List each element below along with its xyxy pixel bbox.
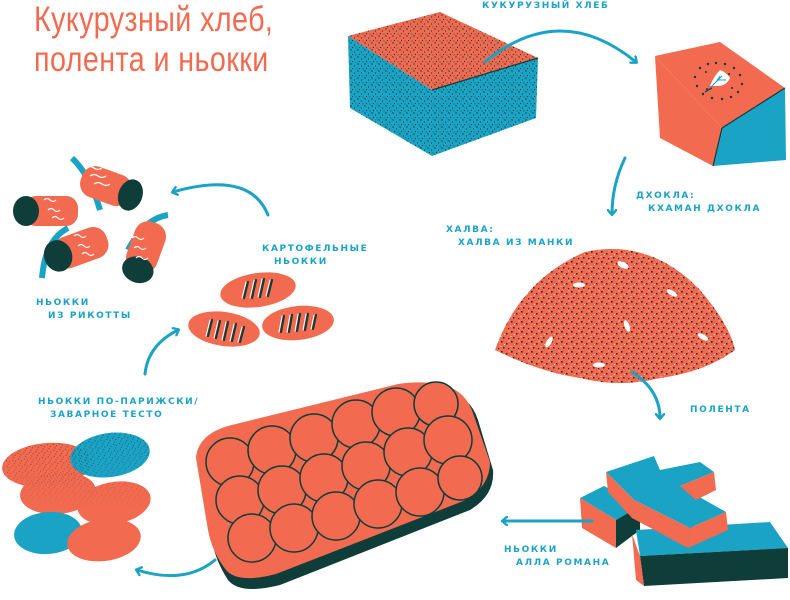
label-cornbread: КУКУРУЗНЫЙ ХЛЕБ xyxy=(482,1,610,11)
title-line-2: полента и ньокки xyxy=(34,40,269,79)
label-polenta: ПОЛЕНТА xyxy=(690,405,751,415)
label-halva: ХАЛВА: ХАЛВА ИЗ МАНКИ xyxy=(446,225,575,248)
arrow-dhokla-to-halva xyxy=(612,156,627,214)
label-gnocchi-parisian: НЬОККИ ПО-ПАРИЖСКИ/ ЗАВАРНОЕ ТЕСТО xyxy=(38,397,200,420)
page-title: Кукурузный хлеб, полента и ньокки xyxy=(34,0,273,80)
arrow-halva-to-polenta xyxy=(630,370,660,418)
arrow-cornbread-to-dhokla xyxy=(483,29,636,62)
arrow-roman-to-parisian xyxy=(137,558,217,578)
halva-dome-icon xyxy=(495,249,735,383)
potato-gnocchi-icon xyxy=(188,272,334,347)
flow-arrows xyxy=(137,29,660,578)
title-line-1: Кукурузный хлеб, xyxy=(34,0,274,39)
label-ricotta-gnocchi: НЬОККИ ИЗ РИКОТТЫ xyxy=(36,298,132,321)
ricotta-gnocchi-icon xyxy=(13,155,169,284)
baking-dish-icon xyxy=(196,381,494,589)
label-gnocchi-roman: НЬОККИ АЛЛА РОМАНА xyxy=(504,545,611,568)
polenta-bars-icon xyxy=(580,456,788,586)
label-dhokla: ДХОКЛА: КХАМАН ДХОКЛА xyxy=(636,191,762,214)
arrow-potato-to-ricotta xyxy=(173,183,270,217)
dhokla-cube-icon xyxy=(655,42,786,167)
cornbread-block-icon xyxy=(348,12,539,156)
arrow-parisian-to-potato xyxy=(143,330,178,376)
parisian-gnocchi-icon xyxy=(2,432,151,562)
label-potato-gnocchi: КАРТОФЕЛЬНЫЕ НЬОККИ xyxy=(262,244,369,267)
